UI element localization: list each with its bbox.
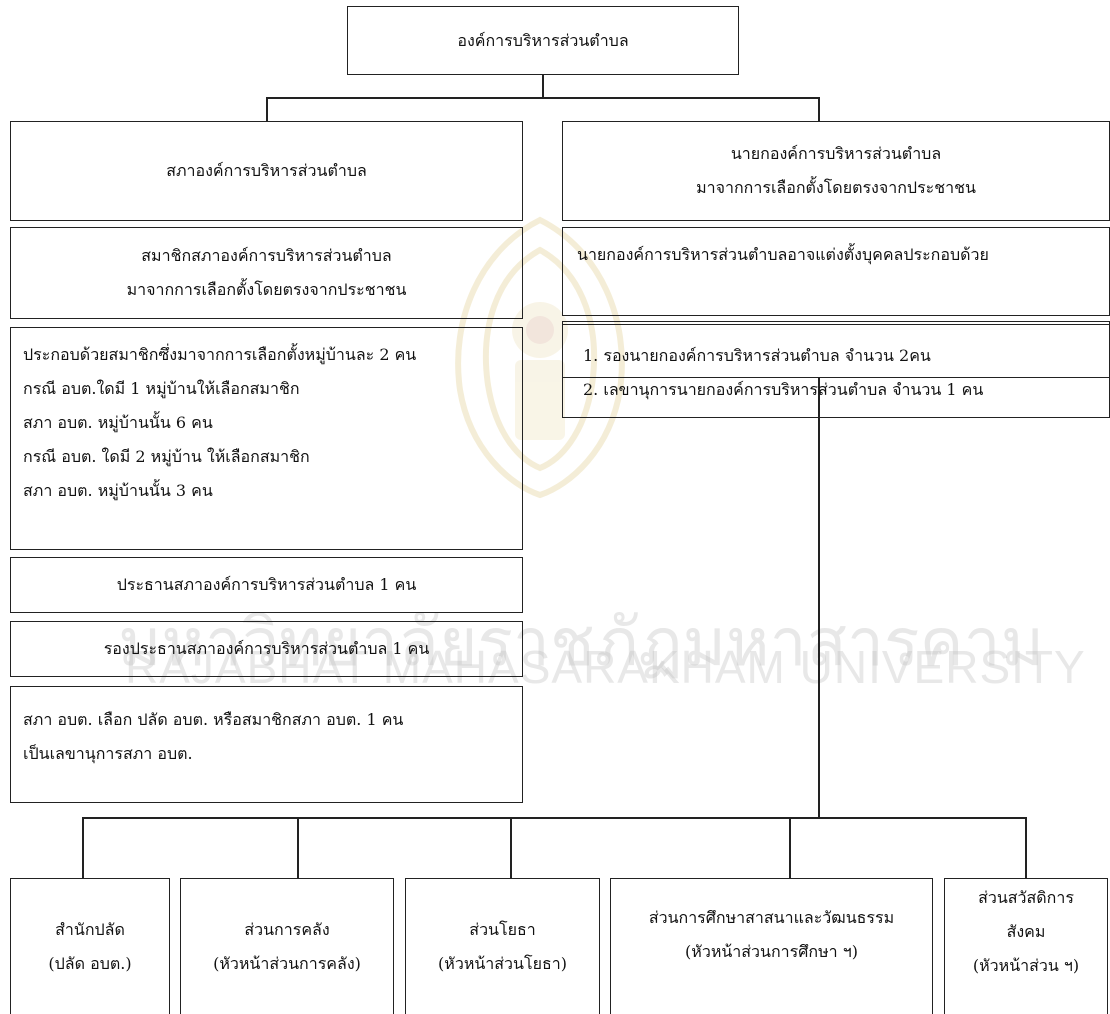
department-line: ส่วนการศึกษาสาสนาและวัฒนธรรม [648, 908, 895, 927]
vice-chair-label: รองประธานสภาองค์การบริหารส่วนตำบล 1 คน [103, 639, 430, 658]
mayor-line: นายกองค์การบริหารส่วนตำบล [730, 144, 942, 163]
connector [818, 377, 820, 818]
department-line: ส่วนการคลัง [244, 919, 330, 939]
appoint-box: นายกองค์การบริหารส่วนตำบลอาจแต่งตั้งบุคค… [562, 227, 1110, 316]
council-members-box: สมาชิกสภาองค์การบริหารส่วนตำบล มาจากการเ… [10, 227, 523, 319]
composition-line: กรณี อบต.ใดมี 1 หมู่บ้านให้เลือกสมาชิก [23, 379, 300, 398]
composition-line: สภา อบต. หมู่บ้านนั้น 3 คน [23, 481, 213, 500]
secretary-line: เป็นเลขานุการสภา อบต. [23, 744, 193, 763]
clerk-box [562, 321, 1110, 378]
chair-label: ประธานสภาองค์การบริหารส่วนตำบล 1 คน [116, 575, 417, 594]
department-box: สำนักปลัด (ปลัด อบต.) [10, 878, 170, 1014]
department-box: ส่วนสวัสดิการ สังคม (หัวหน้าส่วน ฯ) [944, 878, 1108, 1014]
connector [82, 817, 1026, 819]
connector [82, 817, 84, 878]
department-line: (หัวหน้าส่วน ฯ) [972, 956, 1080, 975]
composition-line: กรณี อบต. ใดมี 2 หมู่บ้าน ให้เลือกสมาชิก [23, 447, 310, 466]
members-line: สมาชิกสภาองค์การบริหารส่วนตำบล [141, 246, 392, 265]
connector [510, 817, 512, 878]
department-line: สำนักปลัด [55, 919, 125, 939]
department-box: ส่วนการศึกษาสาสนาและวัฒนธรรม (หัวหน้าส่ว… [610, 878, 933, 1014]
connector [266, 97, 819, 99]
top-node-label: องค์การบริหารส่วนตำบล [457, 30, 629, 50]
department-line: (หัวหน้าส่วนโยธา) [438, 953, 567, 973]
department-line: (ปลัด อบต.) [48, 953, 132, 973]
department-line: ส่วนโยธา [469, 919, 536, 939]
connector [297, 817, 299, 878]
connector [266, 97, 268, 121]
council-secretary-box: สภา อบต. เลือก ปลัด อบต. หรือสมาชิกสภา อ… [10, 686, 523, 803]
council-label: สภาองค์การบริหารส่วนตำบล [166, 161, 367, 180]
members-line: มาจากการเลือกตั้งโดยตรงจากประชาชน [126, 280, 407, 299]
department-box: ส่วนการคลัง (หัวหน้าส่วนการคลัง) [180, 878, 394, 1014]
council-box: สภาองค์การบริหารส่วนตำบล [10, 121, 523, 221]
composition-line: ประกอบด้วยสมาชิกซึ่งมาจากการเลือกตั้งหมู… [23, 345, 417, 364]
department-line: (หัวหน้าส่วนการศึกษา ฯ) [685, 942, 858, 961]
secretary-line: สภา อบต. เลือก ปลัด อบต. หรือสมาชิกสภา อ… [23, 710, 404, 729]
top-node-box: องค์การบริหารส่วนตำบล [347, 6, 739, 75]
mayor-box: นายกองค์การบริหารส่วนตำบล มาจากการเลือกต… [562, 121, 1110, 221]
connector [1025, 817, 1027, 878]
appoint-label: นายกองค์การบริหารส่วนตำบลอาจแต่งตั้งบุคค… [577, 245, 989, 264]
department-line: (หัวหน้าส่วนการคลัง) [213, 953, 361, 973]
composition-line: สภา อบต. หมู่บ้านนั้น 6 คน [23, 413, 213, 432]
council-chair-box: ประธานสภาองค์การบริหารส่วนตำบล 1 คน [10, 557, 523, 613]
department-line: ส่วนสวัสดิการ [978, 888, 1074, 907]
mayor-line: มาจากการเลือกตั้งโดยตรงจากประชาชน [696, 178, 976, 197]
appointee-line: 1. รองนายกองค์การบริหารส่วนตำบล จำนวน 2ค… [583, 346, 931, 365]
connector [542, 74, 544, 98]
appointee-line: 2. เลขานุการนายกองค์การบริหารส่วนตำบล จำ… [583, 380, 984, 399]
connector [818, 97, 820, 121]
department-box: ส่วนโยธา (หัวหน้าส่วนโยธา) [405, 878, 600, 1014]
council-vice-chair-box: รองประธานสภาองค์การบริหารส่วนตำบล 1 คน [10, 621, 523, 677]
composition-box: ประกอบด้วยสมาชิกซึ่งมาจากการเลือกตั้งหมู… [10, 327, 523, 550]
connector [789, 817, 791, 878]
department-line: สังคม [1006, 922, 1046, 941]
